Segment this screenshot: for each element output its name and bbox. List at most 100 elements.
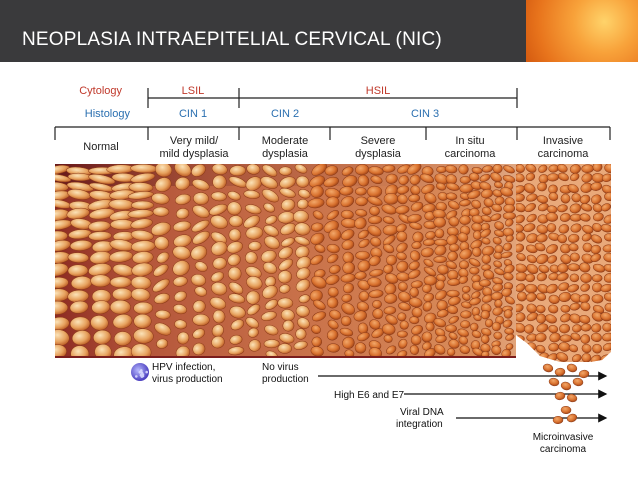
cell-shape	[172, 276, 188, 287]
cell-shape	[55, 263, 69, 277]
cell-shape	[176, 208, 190, 220]
cell-shape	[581, 173, 593, 183]
cell-shape	[448, 216, 460, 227]
cell-shape	[278, 258, 294, 271]
cell-shape	[229, 334, 243, 345]
cell-shape	[425, 321, 435, 332]
cell-shape	[228, 215, 244, 228]
cell-shape	[410, 185, 421, 196]
cell-shape	[370, 175, 383, 185]
cell-shape	[566, 393, 578, 403]
cell-shape	[570, 172, 580, 182]
cell-shape	[457, 232, 469, 243]
cell-shape	[501, 348, 512, 356]
hpv-capsomere-dot	[145, 370, 148, 374]
cell-shape	[154, 236, 170, 250]
cell-shape	[559, 334, 572, 343]
cell-shape	[131, 262, 154, 277]
cell-shape	[261, 189, 279, 203]
cell-shape	[473, 314, 482, 322]
cell-shape	[601, 184, 611, 194]
cell-shape	[503, 309, 513, 319]
cell-shape	[603, 292, 611, 302]
cell-shape	[311, 275, 327, 289]
cell-shape	[600, 224, 611, 233]
cell-shape	[448, 332, 458, 340]
cell-shape	[444, 164, 458, 174]
cell-shape	[516, 312, 526, 322]
cell-shape	[505, 234, 514, 243]
cell-shape	[504, 264, 515, 274]
cell-shape	[516, 271, 528, 282]
cell-shape	[538, 164, 548, 173]
cell-shape	[398, 338, 408, 349]
cell-shape	[446, 289, 460, 298]
cell-shape	[409, 287, 419, 298]
cell-shape	[130, 172, 156, 183]
cell-shape	[591, 323, 602, 333]
cell-shape	[516, 214, 525, 224]
cell-shape	[458, 260, 470, 270]
cytology-lsil: LSIL	[182, 85, 205, 97]
cell-shape	[580, 273, 592, 284]
cell-shape	[603, 214, 611, 224]
cell-shape	[600, 284, 611, 293]
cell-shape	[210, 191, 227, 202]
cell-shape	[590, 253, 602, 263]
cell-shape	[483, 269, 495, 280]
cell-shape	[491, 203, 503, 212]
hpv-capsomere-dot	[141, 373, 145, 376]
cell-shape	[90, 315, 109, 331]
cell-shape	[560, 405, 572, 415]
cell-shape	[372, 300, 382, 309]
cell-shape	[503, 203, 516, 213]
cell-shape	[192, 230, 210, 245]
cell-shape	[458, 268, 469, 278]
cell-shape	[226, 241, 243, 254]
cell-shape	[481, 245, 495, 256]
cell-shape	[503, 242, 513, 251]
cell-shape	[382, 216, 395, 225]
cell-shape	[384, 283, 397, 295]
viral-dna-line2: integration	[396, 419, 443, 430]
cell-shape	[492, 164, 503, 174]
cell-shape	[326, 296, 339, 309]
cell-shape	[569, 273, 580, 283]
cell-shape	[459, 248, 472, 260]
cell-shape	[437, 264, 449, 275]
cell-shape	[547, 255, 558, 264]
hpv-infection-line2: virus production	[152, 374, 223, 385]
cell-shape	[548, 192, 559, 201]
hpv-capsomere-dot	[135, 375, 138, 378]
cell-shape	[566, 363, 578, 373]
cell-shape	[592, 343, 603, 354]
cell-shape	[525, 354, 536, 362]
cell-shape	[228, 281, 244, 295]
cell-shape	[524, 203, 536, 213]
cell-shape	[484, 318, 494, 328]
cell-shape	[408, 261, 420, 271]
cell-shape	[579, 213, 591, 222]
cell-shape	[367, 225, 382, 237]
cell-shape	[325, 196, 340, 208]
cell-shape	[341, 293, 353, 303]
cell-shape	[358, 238, 370, 248]
cell-shape	[328, 264, 341, 274]
cell-shape	[460, 320, 471, 329]
cell-shape	[311, 164, 328, 176]
cell-shape	[481, 254, 491, 264]
cell-shape	[294, 236, 310, 246]
cell-shape	[409, 222, 423, 230]
cell-shape	[424, 192, 437, 204]
cell-shape	[109, 299, 131, 315]
cell-shape	[384, 273, 399, 284]
slide-title: NEOPLASIA INTRAEPITELIAL CERVICAL (NIC)	[22, 29, 442, 50]
cell-shape	[433, 255, 447, 264]
cell-shape	[410, 250, 421, 262]
cell-shape	[581, 353, 592, 362]
cell-shape	[310, 346, 324, 356]
cell-shape	[490, 213, 502, 222]
cell-shape	[556, 352, 569, 362]
cell-shape	[194, 286, 207, 297]
cell-shape	[156, 338, 169, 349]
